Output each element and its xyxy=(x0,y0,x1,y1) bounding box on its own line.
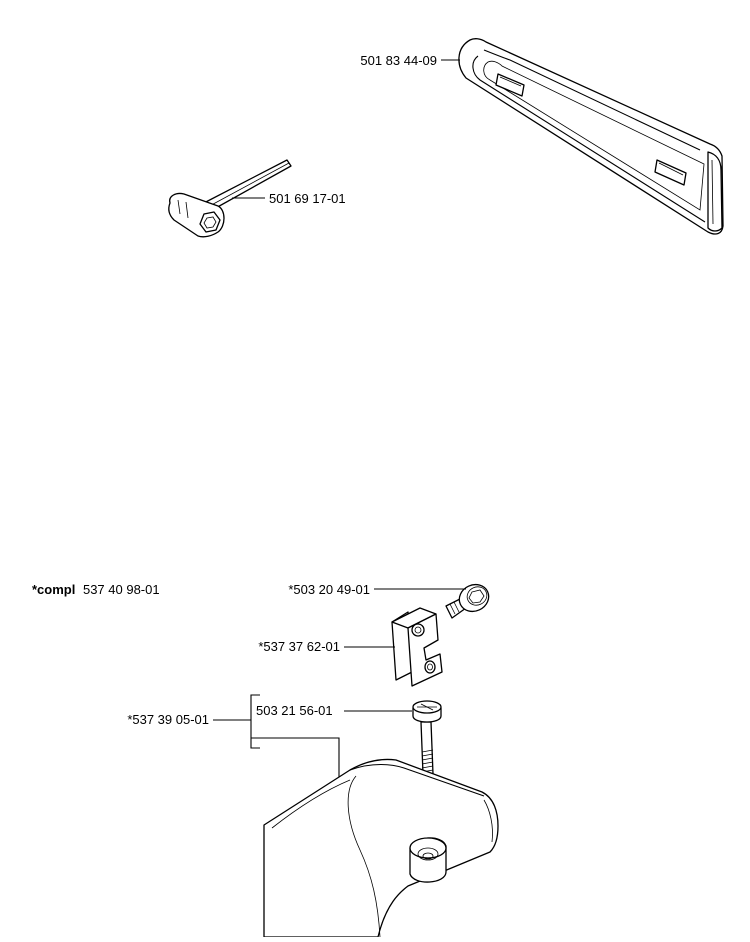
combination-wrench-drawing xyxy=(168,159,292,238)
combination-wrench-label: 501 69 17-01 xyxy=(269,191,346,206)
upper-screw-label: *503 20 49-01 xyxy=(288,582,370,597)
block-drawing xyxy=(344,607,443,687)
bar-guard-label: 501 83 44-09 xyxy=(360,53,437,68)
bar-guard-drawing xyxy=(441,38,724,235)
upper-screw-drawing xyxy=(374,583,490,619)
block-label: *537 37 62-01 xyxy=(258,639,340,654)
kit-group-label: *537 39 05-01 xyxy=(127,712,209,727)
lower-screw-drawing xyxy=(412,700,442,852)
lower-screw-label: 503 21 56-01 xyxy=(256,703,333,718)
kit-title: *compl 537 40 98-01 xyxy=(32,582,160,597)
bar-mount-drawing xyxy=(263,758,499,938)
kit-title-prefix: *compl xyxy=(32,582,75,597)
kit-group-bracket xyxy=(213,694,412,782)
kit-title-number: 537 40 98-01 xyxy=(83,582,160,597)
